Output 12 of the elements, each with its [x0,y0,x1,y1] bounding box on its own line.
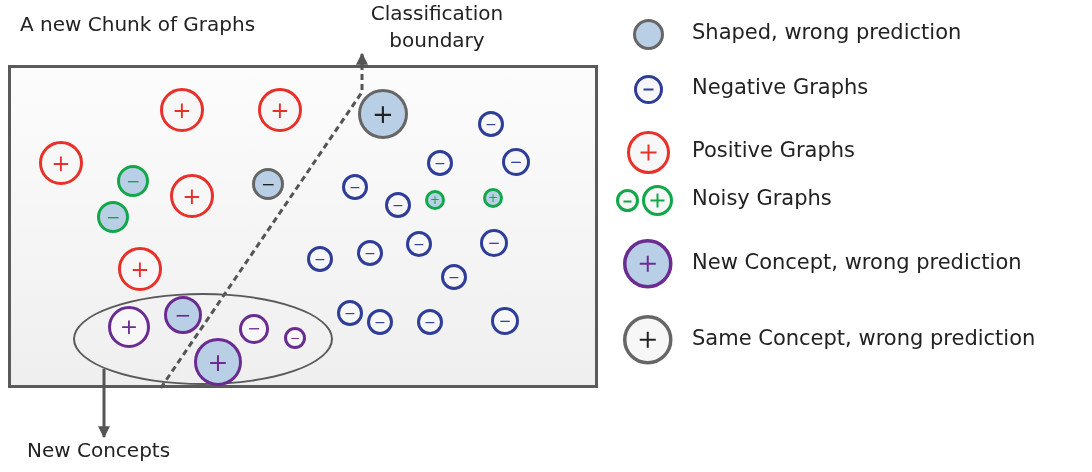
legend-label: Same Concept, wrong prediction [692,326,1036,350]
annotation-text: Classification boundary [362,0,512,54]
legend-label: New Concept, wrong prediction [692,250,1022,274]
dashed-arrow [159,52,368,389]
legend-label: Noisy Graphs [692,186,832,210]
chunk-title: A new Chunk of Graphs [20,12,256,36]
annotation-text: New Concepts [27,437,207,464]
legend-label: Positive Graphs [692,138,855,162]
legend-label: Shaped, wrong prediction [692,20,962,44]
ellipse-outline [73,293,333,385]
legend-label: Negative Graphs [692,75,869,99]
arrow [98,368,110,439]
